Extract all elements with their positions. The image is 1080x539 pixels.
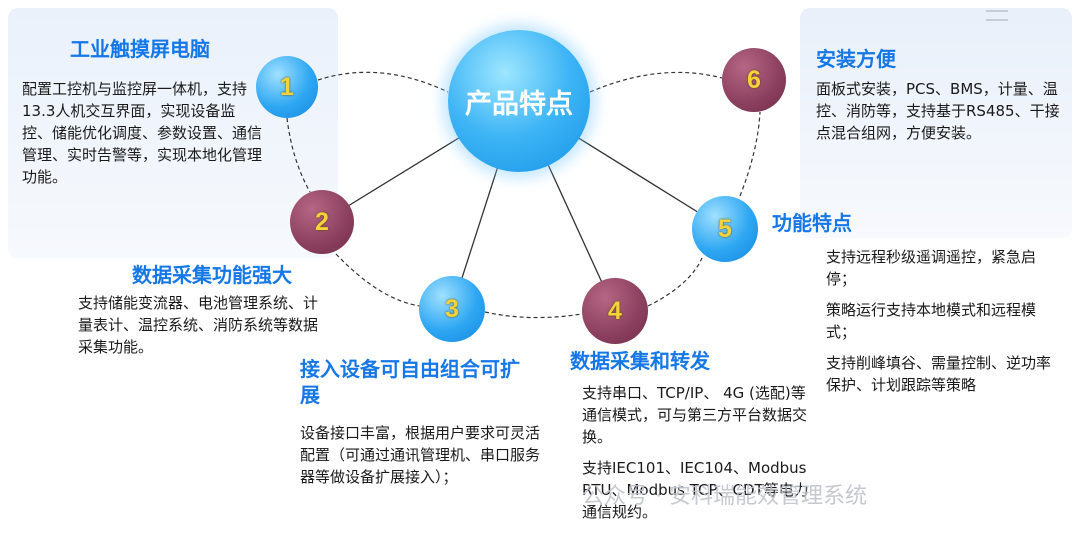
node-3: 3 (419, 276, 485, 342)
feature-6-desc: 面板式安装，PCS、BMS，计量、温控、消防等，支持基于RS485、干接点混合组… (816, 78, 1064, 153)
feature-6-paragraph: 面板式安装，PCS、BMS，计量、温控、消防等，支持基于RS485、干接点混合组… (816, 80, 1060, 142)
feature-3-desc: 设备接口丰富，根据用户要求可灵活配置（可通过通讯管理机、串口服务器等做设备扩展接… (300, 422, 550, 497)
center-node: 产品特点 (448, 30, 590, 172)
feature-6-title: 安装方便 (816, 47, 896, 71)
feature-1-background (8, 8, 338, 258)
center-title: 产品特点 (465, 88, 573, 120)
node-2: 2 (290, 190, 354, 254)
node-1: 1 (256, 56, 318, 118)
watermark-text: 公众号 · 安科瑞能效管理系统 (582, 484, 867, 509)
feature-4-desc: 支持串口、TCP/IP、 4G (选配)等通信模式，可与第三方平台数据交换。 支… (582, 382, 816, 532)
feature-2-desc: 支持储能变流器、电池管理系统、计量表计、温控系统、消防系统等数据采集功能。 (78, 292, 318, 367)
feature-1-desc: 配置工控机与监控屏一体机，支持13.3人机交互界面，实现设备监控、储能优化调度、… (22, 78, 262, 197)
feature-4-paragraph-2: 支持IEC101、IEC104、Modbus RTU、Modbus TCP、CD… (582, 459, 809, 521)
node-3-number: 3 (445, 294, 459, 323)
feature-4-paragraph-1: 支持串口、TCP/IP、 4G (选配)等通信模式，可与第三方平台数据交换。 (582, 384, 808, 446)
node-6-number: 6 (747, 65, 761, 94)
node-1-number: 1 (280, 72, 294, 101)
feature-3-title: 接入设备可自由组合可扩展 (300, 357, 520, 407)
feature-6-background (800, 8, 1072, 238)
node-4: 4 (582, 278, 648, 344)
feature-4-title: 数据采集和转发 (570, 349, 710, 373)
dashed-ring (286, 71, 761, 319)
feature-5-desc: 支持远程秒级遥调遥控，紧急启停； 策略运行支持本地模式和远程模式； 支持削峰填谷… (826, 246, 1060, 405)
feature-5-title: 功能特点 (772, 211, 852, 235)
node-5: 5 (692, 196, 758, 262)
hamburger-icon[interactable] (986, 10, 1008, 28)
feature-2-paragraph: 支持储能变流器、电池管理系统、计量表计、温控系统、消防系统等数据采集功能。 (78, 294, 319, 356)
feature-5-paragraph-3: 支持削峰填谷、需量控制、逆功率保护、计划跟踪等策略 (826, 354, 1052, 394)
feature-3-paragraph: 设备接口丰富，根据用户要求可灵活配置（可通过通讯管理机、串口服务器等做设备扩展接… (300, 424, 541, 486)
node-2-number: 2 (315, 207, 329, 236)
feature-1-title: 工业触摸屏电脑 (70, 37, 210, 61)
feature-5-paragraph-1: 支持远程秒级遥调遥控，紧急启停； (826, 248, 1037, 288)
node-5-number: 5 (718, 214, 732, 243)
node-6: 6 (722, 48, 786, 112)
feature-5-paragraph-2: 策略运行支持本地模式和远程模式； (826, 301, 1037, 341)
feature-2-title: 数据采集功能强大 (132, 263, 292, 287)
node-4-number: 4 (608, 296, 622, 325)
feature-1-paragraph: 配置工控机与监控屏一体机，支持13.3人机交互界面，实现设备监控、储能优化调度、… (22, 80, 263, 186)
